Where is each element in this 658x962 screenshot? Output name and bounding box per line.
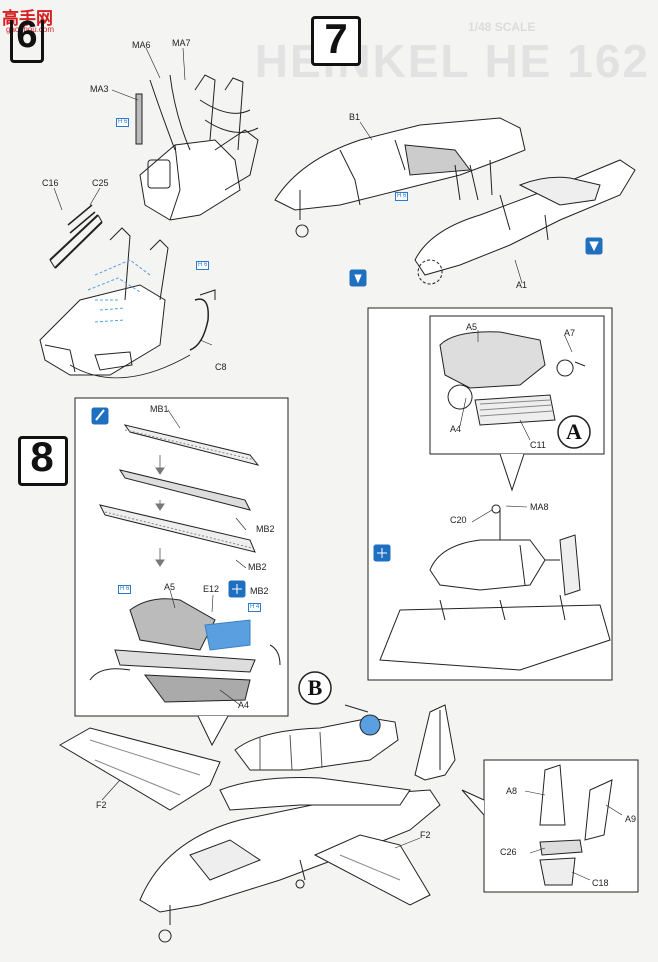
- fuselage-assembled: [139, 777, 441, 943]
- step-8-box: [18, 436, 68, 486]
- engine-top: [234, 704, 399, 771]
- color-tag: H 4: [248, 603, 262, 612]
- tail-parts: [539, 764, 613, 886]
- part-label-ma6: MA6: [132, 40, 151, 50]
- tail-fin-main: [414, 704, 456, 781]
- part-label-mb2: MB2: [250, 586, 269, 596]
- part-label-c18: C18: [592, 878, 609, 888]
- fuselage-main: [414, 159, 636, 285]
- part-label-c11: C11: [530, 440, 546, 450]
- part-label-ma3: MA3: [90, 84, 109, 94]
- part-label-ma7: MA7: [172, 38, 191, 48]
- detail-a-pointer: [499, 453, 525, 492]
- part-label-a4: A4: [238, 700, 250, 710]
- cockpit-tub-assembled: [135, 74, 259, 221]
- step-6-number: 6: [16, 14, 38, 56]
- color-tag: H 6: [395, 192, 409, 201]
- part-label-a7: A7: [564, 328, 576, 338]
- part-label-c26: C26: [500, 847, 517, 857]
- step-7-box: [311, 16, 361, 66]
- step-6-box: [10, 20, 44, 63]
- cockpit-tub-exploded: [39, 204, 216, 379]
- step-7-number: 7: [324, 15, 348, 62]
- part-label-a8: A8: [506, 786, 518, 796]
- part-label-mb2: MB2: [248, 562, 267, 572]
- move-icon-a: [373, 544, 391, 562]
- step-8-pointer: [197, 715, 229, 747]
- color-tag: H 6: [116, 118, 130, 127]
- paint-icon-7b: [585, 237, 603, 255]
- fuselage-half: [274, 117, 526, 238]
- glue-icon-7a: [349, 269, 367, 287]
- part-label-c20: C20: [450, 515, 467, 525]
- leader-lines: [53, 47, 623, 881]
- paint-icon-8: [91, 407, 109, 425]
- part-label-f2: F2: [420, 830, 431, 840]
- intake-parts: [89, 424, 281, 703]
- part-label-ma8: MA8: [530, 502, 549, 512]
- callout-b-circle: [298, 671, 332, 705]
- part-label-a9: A9: [625, 814, 637, 824]
- watermark-url: gaoshou.com: [6, 25, 55, 34]
- part-label-mb2: MB2: [256, 524, 275, 534]
- part-label-c8: C8: [215, 362, 227, 372]
- callout-b: B: [307, 675, 323, 700]
- color-tag: H 6: [118, 585, 132, 594]
- move-icon-8: [228, 580, 246, 598]
- step-8-number: 8: [30, 433, 54, 480]
- engine-body-a: [379, 504, 611, 671]
- part-label-e12: E12: [203, 584, 220, 594]
- part-label-c16: C16: [42, 178, 59, 188]
- part-label-mb1: MB1: [150, 404, 169, 414]
- callout-a: A: [566, 419, 582, 444]
- wing-right: [313, 834, 431, 906]
- color-tag: H 6: [196, 261, 210, 270]
- part-label-b1: B1: [349, 112, 361, 122]
- part-label-c25: C25: [92, 178, 109, 188]
- part-label-a5: A5: [164, 582, 176, 592]
- tail-detail-pointer: [461, 789, 485, 816]
- part-label-a1: A1: [516, 280, 528, 290]
- part-label-a5: A5: [466, 322, 478, 332]
- part-label-f2: F2: [96, 800, 107, 810]
- part-label-a4: A4: [450, 424, 462, 434]
- wing-left: [59, 727, 221, 811]
- engine-cowl-parts: [439, 331, 586, 426]
- background-subtitle: 1/48 SCALE: [468, 20, 536, 34]
- callout-a-circle: [557, 415, 591, 449]
